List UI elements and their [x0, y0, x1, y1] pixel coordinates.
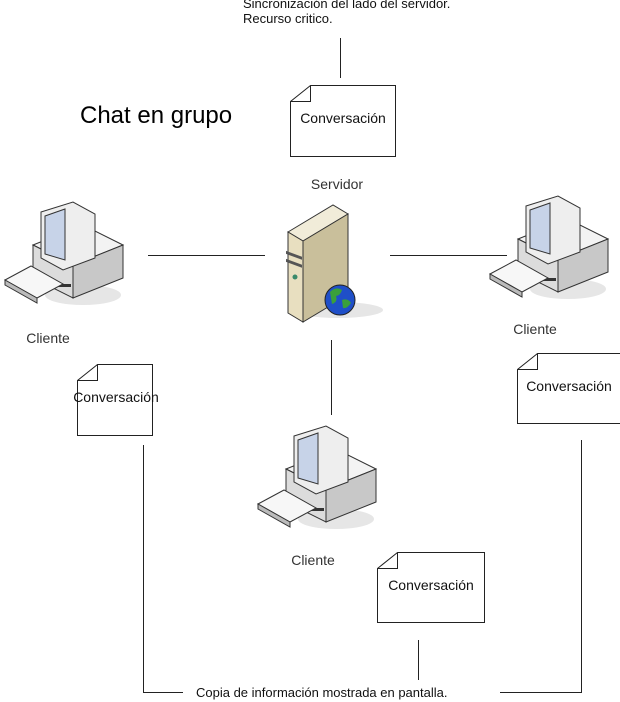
- connector-left-client-server: [148, 255, 265, 256]
- doc-label: Conversación: [526, 378, 612, 394]
- server-label: Servidor: [310, 176, 364, 192]
- doc-label: Conversación: [73, 389, 159, 405]
- desktop-computer-icon: [3, 201, 125, 305]
- server-conversation-doc: Conversación: [290, 85, 396, 157]
- server-note: Sincronización del lado del servidor. Re…: [243, 0, 450, 26]
- connector-note-server-doc: [340, 38, 341, 78]
- desktop-computer-icon: [257, 425, 377, 530]
- connector-right-doc-note: [581, 440, 582, 693]
- connector-left-doc-note-h: [143, 692, 183, 693]
- server-note-line-1: Sincronización del lado del servidor.: [243, 0, 451, 11]
- connector-server-right-client: [390, 255, 507, 256]
- doc-label: Conversación: [300, 110, 386, 126]
- server-note-line-2: Recurso critico.: [243, 11, 333, 26]
- diagram-title: Chat en grupo: [80, 102, 233, 129]
- left-client-label: Cliente: [26, 330, 70, 346]
- server-globe-icon: [286, 204, 383, 323]
- bottom-client-conversation-doc: Conversación: [377, 552, 485, 623]
- connector-server-bottom-client: [331, 340, 332, 415]
- connector-left-doc-note: [143, 445, 144, 693]
- right-client-conversation-doc: Conversación: [517, 353, 620, 424]
- connector-right-doc-note-h: [500, 692, 581, 693]
- desktop-computer-icon: [489, 195, 609, 300]
- left-client-conversation-doc: Conversación: [73, 364, 159, 436]
- right-client-label: Cliente: [513, 321, 557, 337]
- doc-label: Conversación: [388, 577, 474, 593]
- connector-bottom-doc-note: [418, 640, 419, 680]
- bottom-client-label: Cliente: [291, 552, 335, 568]
- bottom-note: Copia de información mostrada en pantall…: [196, 685, 448, 700]
